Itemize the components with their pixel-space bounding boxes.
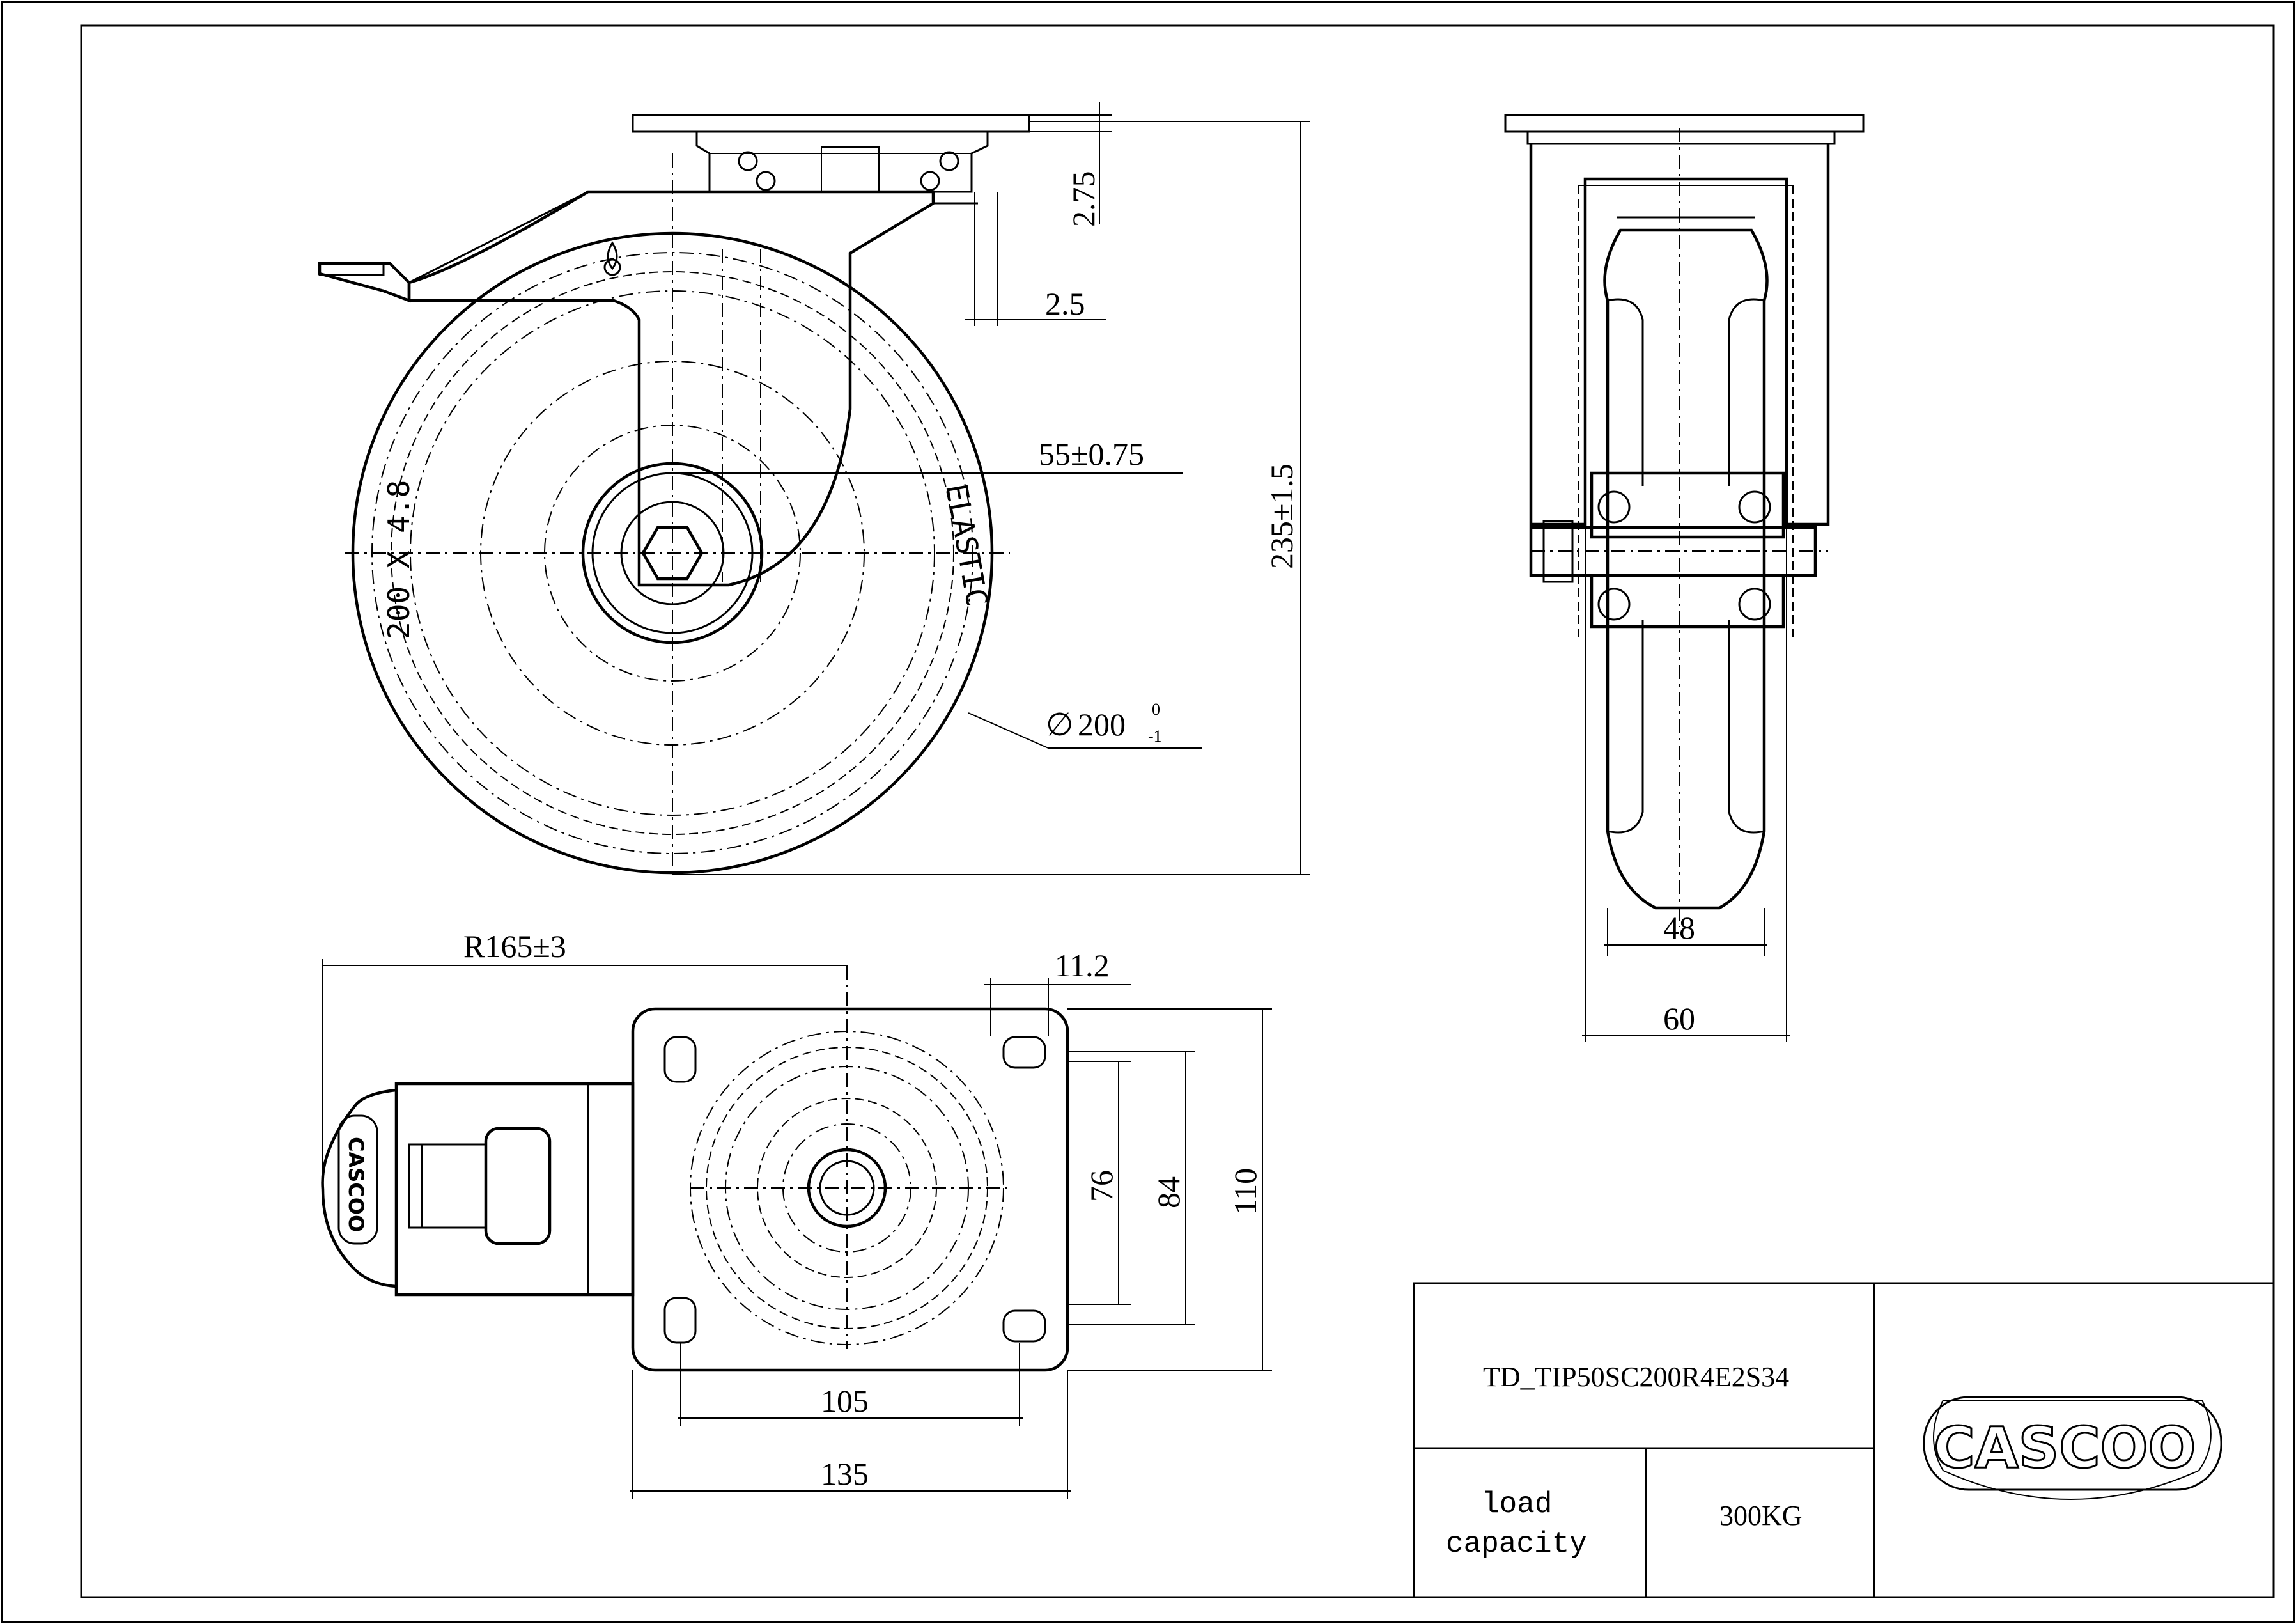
dim-48: 48: [1663, 910, 1695, 946]
dim-radius: R165±3: [463, 928, 566, 964]
load-value: 300KG: [1719, 1500, 1803, 1531]
brand-name: CASCOO: [1934, 1415, 2196, 1481]
part-number: TD_TIP50SC200R4E2S34: [1483, 1361, 1789, 1393]
dim-2-5: 2.5: [1045, 286, 1085, 322]
svg-text:∅: ∅: [1046, 707, 1074, 742]
pedal-logo: CASCOO: [344, 1137, 368, 1232]
title-block: TD_TIP50SC200R4E2S34 load capacity 300KG…: [1413, 1282, 2275, 1598]
top-view: CASCOO R165±3 11.2 76 84 110 105 135: [321, 928, 1272, 1499]
dim-135: 135: [821, 1456, 869, 1492]
dim-76: 76: [1083, 1170, 1119, 1202]
dim-105: 105: [821, 1383, 869, 1419]
load-label-line1: load: [1482, 1488, 1552, 1521]
dim-wheel-diameter: 200: [1078, 707, 1126, 742]
front-view: 48 60: [1504, 114, 1865, 1042]
dim-wheel-tol-lower: -1: [1148, 727, 1162, 746]
wheel-size-marking: 200 X 4.8: [382, 480, 416, 639]
load-label-line2: capacity: [1446, 1527, 1587, 1561]
dim-offset: 55±0.75: [1039, 436, 1144, 472]
dim-60: 60: [1663, 1001, 1695, 1036]
dim-11-2: 11.2: [1055, 948, 1110, 983]
dim-wheel-tol-upper: 0: [1152, 700, 1160, 719]
dim-2-75: 2.75: [1066, 171, 1101, 228]
dim-84: 84: [1151, 1176, 1186, 1208]
dim-110: 110: [1227, 1168, 1263, 1215]
brand-logo: CASCOO: [1923, 1396, 2222, 1501]
dim-overall-height: 235±1.5: [1264, 464, 1299, 569]
side-view: 200 X 4.8 ELASTIC 2.75 2.5 55±0.75 235±1…: [318, 102, 1310, 876]
